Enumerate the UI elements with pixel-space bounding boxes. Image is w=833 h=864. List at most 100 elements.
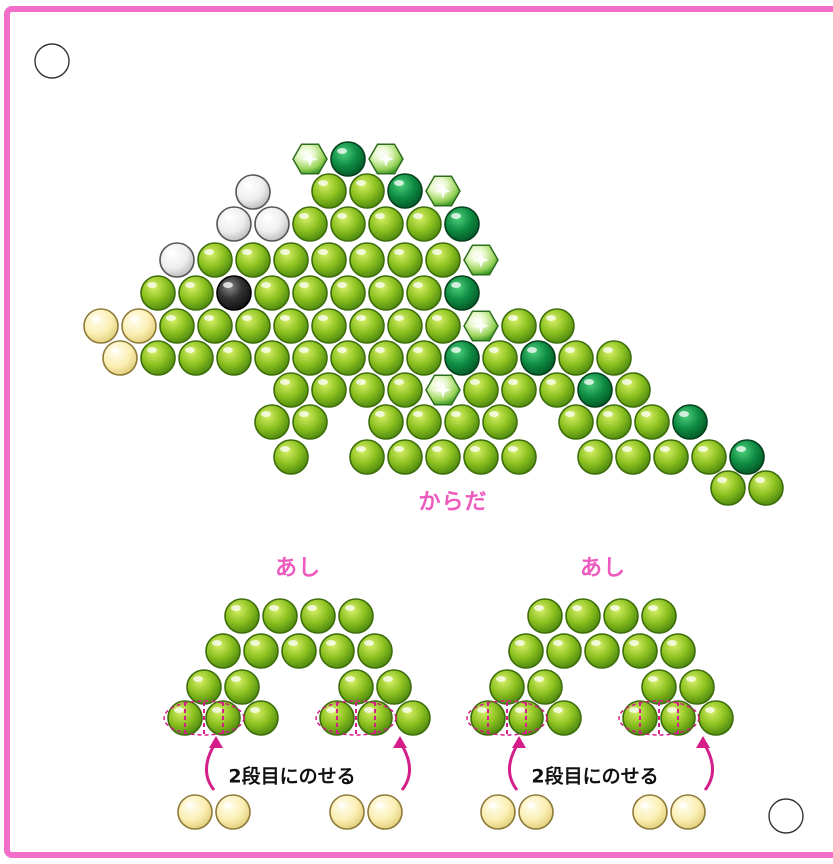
lime-bead-icon xyxy=(508,633,544,669)
cream-bead-icon xyxy=(329,794,365,830)
lime-bead-icon xyxy=(300,598,336,634)
lime-bead-icon xyxy=(406,404,442,440)
lime-bead-icon xyxy=(501,372,537,408)
lime-bead-icon xyxy=(281,633,317,669)
lime-bead-icon xyxy=(254,340,290,376)
lime-bead-icon xyxy=(748,470,784,506)
lime-bead-icon xyxy=(357,633,393,669)
lime-bead-icon xyxy=(349,372,385,408)
body-label: からだ xyxy=(418,490,488,515)
green-bead-icon xyxy=(577,372,613,408)
lime-bead-icon xyxy=(273,308,309,344)
lime-bead-icon xyxy=(546,633,582,669)
lime-bead-icon xyxy=(349,242,385,278)
lime-bead-icon xyxy=(292,340,328,376)
lime-bead-icon xyxy=(197,242,233,278)
lime-bead-icon xyxy=(395,700,431,736)
lime-bead-icon xyxy=(584,633,620,669)
lime-bead-icon xyxy=(444,404,480,440)
cream-bead-icon xyxy=(215,794,251,830)
lime-bead-icon xyxy=(235,308,271,344)
green-bead-icon xyxy=(672,404,708,440)
lime-bead-icon xyxy=(186,669,222,705)
lime-bead-icon xyxy=(425,308,461,344)
lime-bead-icon xyxy=(710,470,746,506)
lime-bead-icon xyxy=(641,598,677,634)
curved-arrow-icon xyxy=(398,741,411,791)
lime-bead-icon xyxy=(159,308,195,344)
lime-bead-icon xyxy=(368,340,404,376)
lime-bead-icon xyxy=(349,439,385,475)
green-bead-icon xyxy=(330,141,366,177)
lime-bead-icon xyxy=(330,206,366,242)
lime-bead-icon xyxy=(615,372,651,408)
lime-bead-icon xyxy=(368,275,404,311)
lime-bead-icon xyxy=(387,439,423,475)
lime-bead-icon xyxy=(482,340,518,376)
lime-bead-icon xyxy=(224,598,260,634)
lime-bead-icon xyxy=(387,242,423,278)
lime-bead-icon xyxy=(527,598,563,634)
lime-bead-icon xyxy=(406,206,442,242)
lime-bead-icon xyxy=(489,669,525,705)
lime-bead-icon xyxy=(311,372,347,408)
lime-bead-icon xyxy=(558,404,594,440)
leg-left-label: あし xyxy=(274,556,322,581)
lime-bead-icon xyxy=(262,598,298,634)
green-bead-icon xyxy=(729,439,765,475)
cream-bead-icon xyxy=(102,340,138,376)
lime-bead-icon xyxy=(641,669,677,705)
stack-note-right: 2段目にのせる xyxy=(531,765,659,788)
curved-arrow-icon xyxy=(205,741,218,791)
lime-bead-icon xyxy=(311,242,347,278)
lime-bead-icon xyxy=(539,308,575,344)
lime-bead-icon xyxy=(679,669,715,705)
lime-bead-icon xyxy=(596,404,632,440)
lime-bead-icon xyxy=(406,275,442,311)
cream-bead-icon xyxy=(83,308,119,344)
lime-bead-icon xyxy=(273,439,309,475)
lime-bead-icon xyxy=(338,669,374,705)
green-bead-icon xyxy=(444,340,480,376)
lime-bead-icon xyxy=(565,598,601,634)
lime-bead-icon xyxy=(615,439,651,475)
lime-bead-icon xyxy=(273,372,309,408)
lime-bead-icon xyxy=(387,372,423,408)
lime-bead-icon xyxy=(349,173,385,209)
lime-bead-icon xyxy=(178,275,214,311)
lime-bead-icon xyxy=(292,275,328,311)
lime-bead-icon xyxy=(140,275,176,311)
lime-bead-icon xyxy=(425,439,461,475)
lime-bead-icon xyxy=(235,242,271,278)
lime-bead-icon xyxy=(292,404,328,440)
white-bead-icon xyxy=(235,174,271,210)
lime-bead-icon xyxy=(243,700,279,736)
white-bead-icon xyxy=(159,242,195,278)
lime-bead-icon xyxy=(406,340,442,376)
dashed-group-marker xyxy=(315,700,397,736)
lime-bead-icon xyxy=(349,308,385,344)
green-bead-icon xyxy=(444,275,480,311)
lime-bead-icon xyxy=(577,439,613,475)
white-bead-icon xyxy=(216,206,252,242)
lime-bead-icon xyxy=(330,340,366,376)
cream-bead-icon xyxy=(177,794,213,830)
lime-bead-icon xyxy=(376,669,412,705)
curved-arrow-icon xyxy=(508,741,521,791)
lime-bead-icon xyxy=(197,308,233,344)
lime-bead-icon xyxy=(387,308,423,344)
dashed-group-marker xyxy=(466,700,548,736)
lime-bead-icon xyxy=(425,242,461,278)
lime-bead-icon xyxy=(482,404,518,440)
green-bead-icon xyxy=(444,206,480,242)
lime-bead-icon xyxy=(243,633,279,669)
lime-bead-icon xyxy=(273,242,309,278)
lime-bead-icon xyxy=(698,700,734,736)
dashed-group-marker xyxy=(618,700,700,736)
stack-note-left: 2段目にのせる xyxy=(228,765,356,788)
lime-bead-icon xyxy=(691,439,727,475)
peg-hole-icon xyxy=(768,798,804,834)
lime-bead-icon xyxy=(653,439,689,475)
lime-bead-icon xyxy=(501,439,537,475)
